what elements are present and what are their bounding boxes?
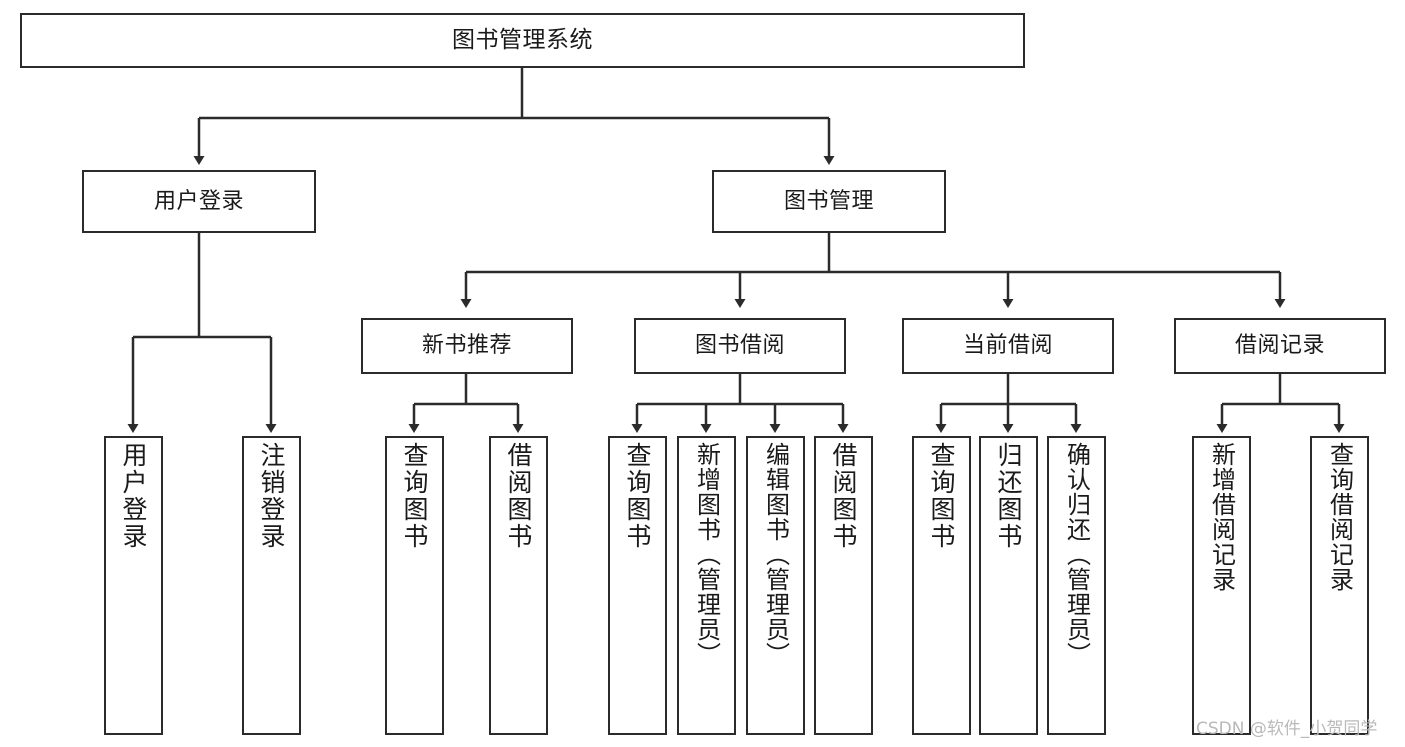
node-user-login[interactable]: 用户登录 bbox=[82, 170, 316, 233]
node-label: 借阅记录 bbox=[1234, 333, 1325, 359]
leaf-query-book-recommend[interactable]: 查询图书 bbox=[385, 436, 444, 735]
node-label: 查询图书 bbox=[623, 442, 652, 550]
node-label: 图书管理系统 bbox=[452, 26, 593, 53]
node-label: 图书管理 bbox=[783, 188, 874, 214]
node-label: 新增借阅记录 bbox=[1207, 442, 1236, 592]
leaf-add-borrow-record[interactable]: 新增借阅记录 bbox=[1192, 436, 1251, 735]
node-label: 用户登录 bbox=[119, 442, 148, 550]
node-label: 借阅图书 bbox=[504, 442, 533, 550]
node-label: 确认归还（管理员） bbox=[1062, 442, 1091, 667]
node-label: 查询借阅记录 bbox=[1325, 442, 1354, 592]
leaf-query-book-current[interactable]: 查询图书 bbox=[912, 436, 971, 735]
watermark: CSDN @软件_小贺同学 bbox=[1196, 719, 1378, 739]
node-book-management[interactable]: 图书管理 bbox=[712, 170, 946, 233]
leaf-confirm-return-admin[interactable]: 确认归还（管理员） bbox=[1047, 436, 1106, 735]
node-label: 新书推荐 bbox=[421, 333, 512, 359]
node-label: 查询图书 bbox=[927, 442, 956, 550]
node-label: 注销登录 bbox=[257, 442, 286, 550]
node-new-book-recommend[interactable]: 新书推荐 bbox=[361, 318, 573, 374]
node-label: 编辑图书（管理员） bbox=[761, 442, 790, 667]
node-label: 新增图书（管理员） bbox=[692, 442, 721, 667]
node-root-book-management-system[interactable]: 图书管理系统 bbox=[20, 13, 1025, 68]
leaf-query-borrow-record[interactable]: 查询借阅记录 bbox=[1310, 436, 1369, 735]
leaf-borrow-book-recommend[interactable]: 借阅图书 bbox=[489, 436, 548, 735]
node-label: 当前借阅 bbox=[962, 333, 1053, 359]
leaf-return-book[interactable]: 归还图书 bbox=[979, 436, 1038, 735]
node-borrow-record[interactable]: 借阅记录 bbox=[1174, 318, 1386, 374]
leaf-borrow-book[interactable]: 借阅图书 bbox=[814, 436, 873, 735]
node-book-borrow[interactable]: 图书借阅 bbox=[634, 318, 846, 374]
leaf-add-book-admin[interactable]: 新增图书（管理员） bbox=[677, 436, 736, 735]
node-current-borrow[interactable]: 当前借阅 bbox=[902, 318, 1114, 374]
node-label: 图书借阅 bbox=[694, 333, 785, 359]
node-label: 借阅图书 bbox=[829, 442, 858, 550]
node-label: 用户登录 bbox=[153, 188, 244, 214]
node-label: 查询图书 bbox=[400, 442, 429, 550]
leaf-edit-book-admin[interactable]: 编辑图书（管理员） bbox=[746, 436, 805, 735]
leaf-query-book-borrow[interactable]: 查询图书 bbox=[608, 436, 667, 735]
leaf-logout[interactable]: 注销登录 bbox=[242, 436, 301, 735]
node-label: 归还图书 bbox=[994, 442, 1023, 550]
leaf-user-login[interactable]: 用户登录 bbox=[104, 436, 163, 735]
